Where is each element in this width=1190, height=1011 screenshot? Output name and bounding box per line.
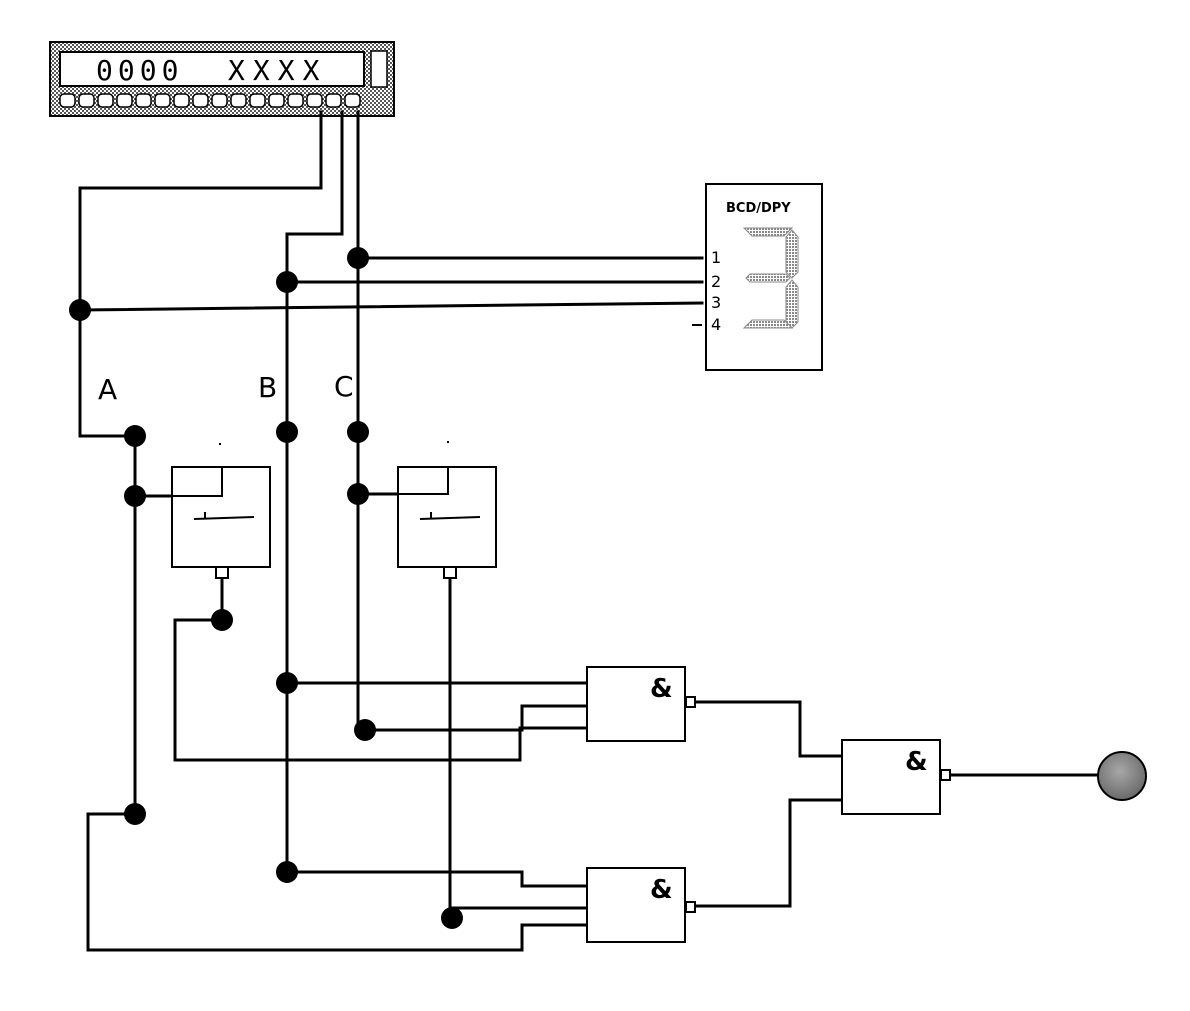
signal-label-c: C xyxy=(334,370,354,403)
wire-not-a-to-and-top xyxy=(173,576,590,762)
word-generator-pin xyxy=(287,93,304,108)
output-lamp[interactable] xyxy=(1097,751,1147,801)
signal-label-b: B xyxy=(258,371,277,404)
bcd-decoder-display[interactable]: BCD/DPY 1 2 3 4 xyxy=(705,183,823,371)
junction-dot xyxy=(276,271,298,293)
wire-input-b xyxy=(285,110,344,878)
segment-b xyxy=(785,229,799,279)
word-generator-pin xyxy=(192,93,209,108)
and-gate-top[interactable]: & xyxy=(586,666,696,742)
and-gate-final-symbol: & xyxy=(905,747,928,777)
junction-dot xyxy=(347,247,369,269)
and-gate-bottom-symbol: & xyxy=(650,875,673,905)
inverter-a-output-pin xyxy=(215,566,229,579)
word-generator-display xyxy=(59,51,365,87)
word-generator-pin xyxy=(306,93,323,108)
wire-b-to-and-bottom xyxy=(285,870,590,888)
segment-d xyxy=(742,319,794,329)
word-generator-pin xyxy=(173,93,190,108)
and-gate-bottom[interactable]: & xyxy=(586,867,696,943)
decoder-title: BCD/DPY xyxy=(726,201,791,216)
inverter-c[interactable] xyxy=(397,441,497,579)
junction-dot xyxy=(276,421,298,443)
junction-dot xyxy=(69,299,91,321)
segment-c xyxy=(785,279,799,329)
word-generator[interactable]: 0000 XXXX xyxy=(49,41,395,117)
wire-a-to-and-bottom xyxy=(86,812,590,952)
and-gate-final-output-pin xyxy=(940,769,951,781)
and-gate-bottom-output-pin xyxy=(685,901,696,913)
inverter-c-output-pin xyxy=(443,566,457,579)
junction-dot xyxy=(211,609,233,631)
junction-dot xyxy=(276,672,298,694)
junction-dot xyxy=(124,803,146,825)
segment-a xyxy=(742,227,794,237)
word-generator-pin xyxy=(78,93,95,108)
word-generator-output-pins xyxy=(59,93,361,108)
word-generator-side-button[interactable] xyxy=(370,50,388,88)
and-gate-top-symbol: & xyxy=(650,674,673,704)
junction-dot xyxy=(276,861,298,883)
wire-and-bottom-out xyxy=(690,798,845,908)
wire-and-top-out xyxy=(690,700,845,758)
decoder-pin-1-label: 1 xyxy=(711,248,721,267)
junction-dot xyxy=(124,425,146,447)
junction-dot xyxy=(347,421,369,443)
word-generator-pin xyxy=(154,93,171,108)
junction-dots xyxy=(69,247,463,929)
junction-dot xyxy=(347,483,369,505)
word-generator-pin xyxy=(135,93,152,108)
word-generator-pin xyxy=(249,93,266,108)
segment-g xyxy=(745,273,791,283)
and-gate-final[interactable]: & xyxy=(841,739,951,815)
word-generator-pin xyxy=(325,93,342,108)
word-generator-pin xyxy=(230,93,247,108)
wire-input-c xyxy=(356,110,590,732)
word-generator-pin xyxy=(59,93,76,108)
decoder-pin-4-label: 4 xyxy=(711,315,721,334)
seven-segment-digit xyxy=(742,227,799,329)
word-generator-pin xyxy=(268,93,285,108)
signal-label-a: A xyxy=(98,373,117,406)
decoder-pin-3-label: 3 xyxy=(711,293,721,312)
junction-dot xyxy=(441,907,463,929)
word-generator-pin xyxy=(211,93,228,108)
word-generator-letters: XXXX xyxy=(228,54,327,87)
word-generator-pin xyxy=(116,93,133,108)
junction-dot xyxy=(124,485,146,507)
decoder-pin-2-label: 2 xyxy=(711,272,721,291)
wire-a-to-decoder xyxy=(78,301,704,312)
word-generator-digits: 0000 xyxy=(96,54,183,87)
word-generator-pin xyxy=(97,93,114,108)
junction-dot xyxy=(354,719,376,741)
inverter-a[interactable] xyxy=(171,443,271,579)
and-gate-top-output-pin xyxy=(685,696,696,708)
wire-input-a xyxy=(78,110,323,438)
word-generator-pin xyxy=(344,93,361,108)
